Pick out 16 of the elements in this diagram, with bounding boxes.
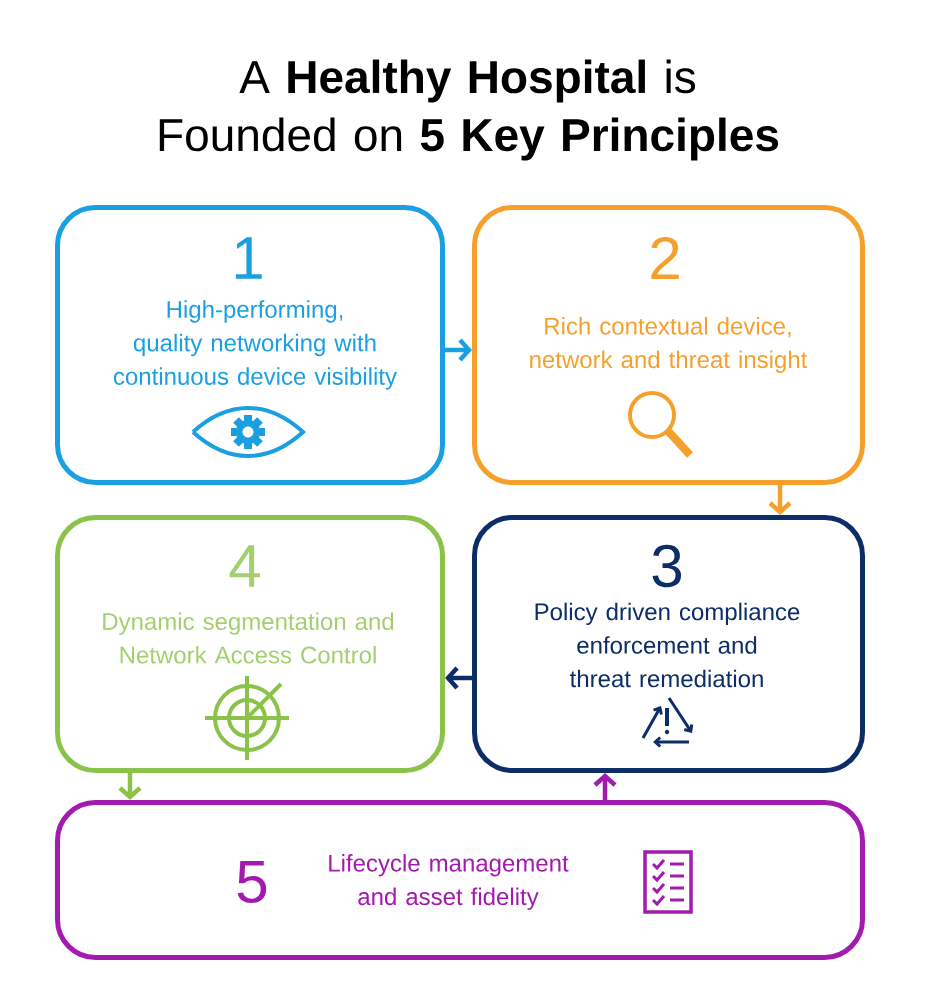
- step-number: 1: [235, 237, 262, 279]
- title: A Healthy Hospital is Founded on 5 Key Principles: [159, 59, 779, 161]
- arrow: [118, 773, 142, 800]
- step-text: Rich contextual device, network and threat insight: [530, 317, 808, 373]
- step-number: 3: [652, 544, 682, 588]
- arrow: [593, 773, 617, 800]
- step-number: 5: [237, 861, 267, 903]
- arrow: [445, 666, 472, 690]
- step-text: High-performing, quality networking with continuous device visibility: [113, 300, 397, 390]
- arrow: [445, 338, 472, 362]
- step-text: Dynamic segmentation and Network Access Control: [103, 612, 394, 664]
- arrow: [768, 485, 792, 515]
- step-number: 4: [229, 545, 260, 587]
- step-text: Policy driven compliance enforcement and threat remediation: [535, 602, 800, 688]
- step-number: 2: [651, 237, 679, 279]
- step-text: Lifecycle management and asset fidelity: [329, 854, 569, 910]
